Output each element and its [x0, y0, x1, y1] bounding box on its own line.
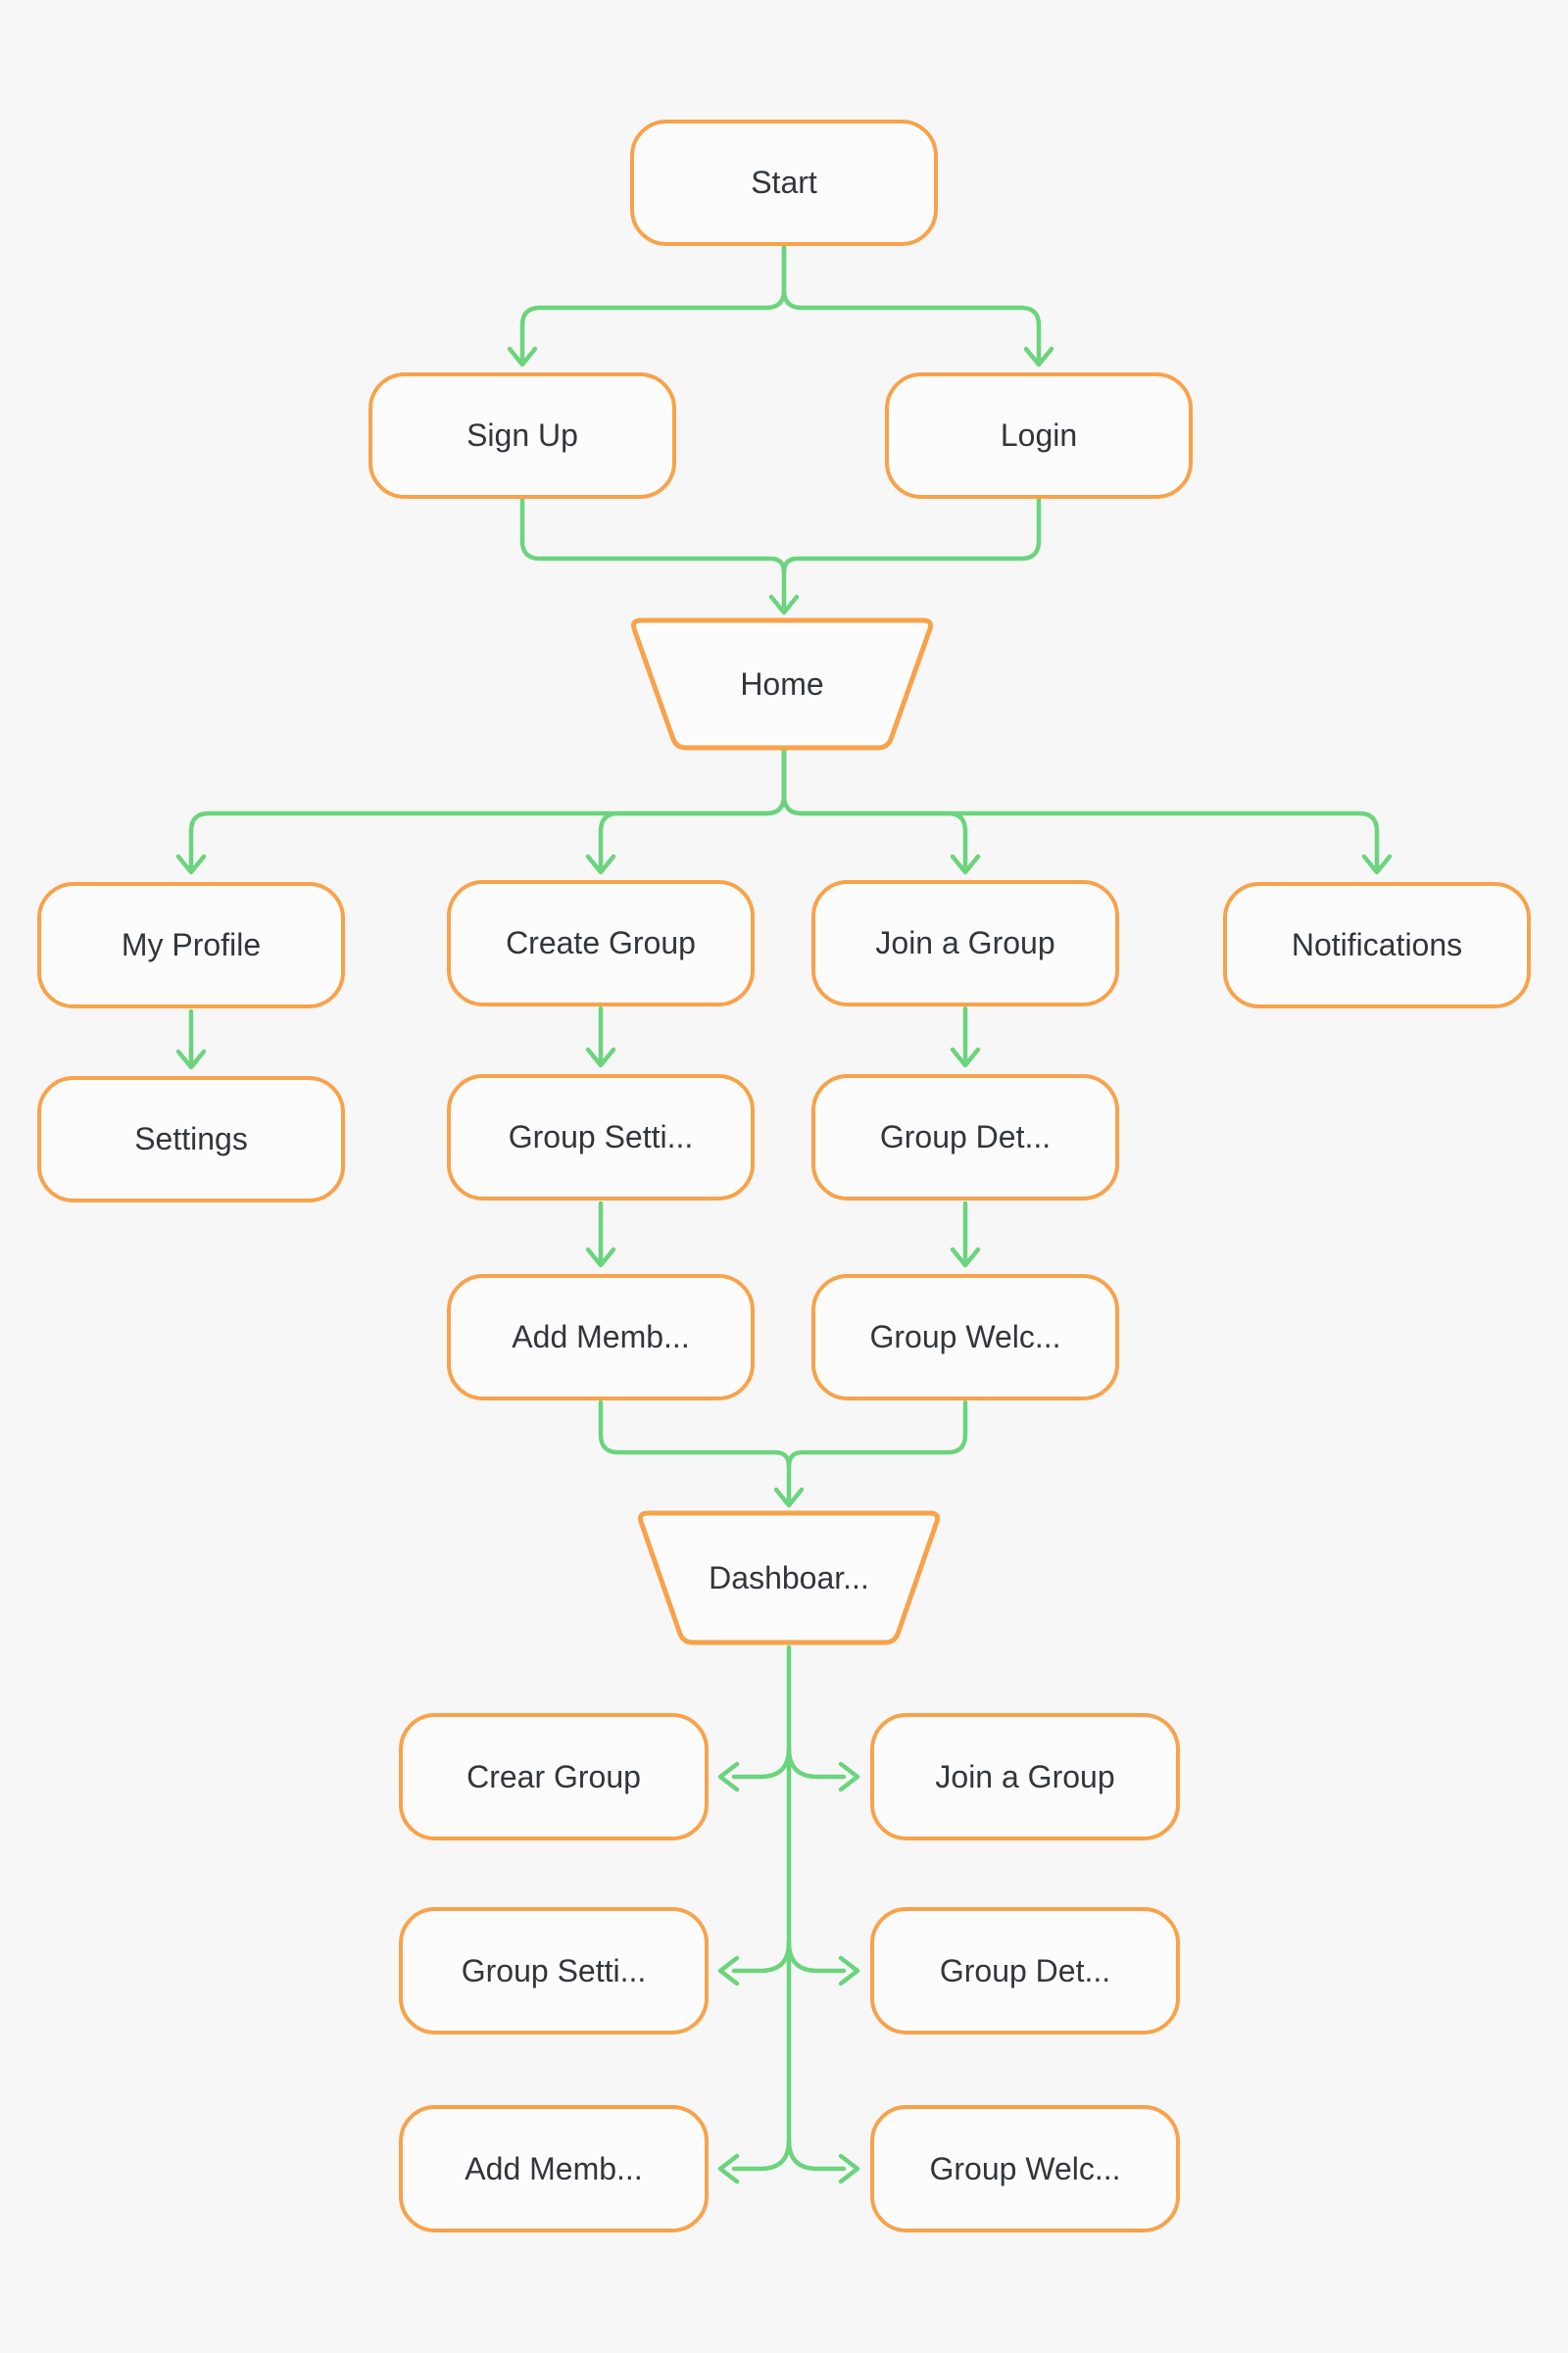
node-label: Group Det... — [879, 1119, 1052, 1154]
edge-login-home — [768, 496, 1042, 615]
edge-join-a-group-group-details — [950, 1005, 981, 1068]
node-dashboard[interactable]: Dashboar... — [635, 1510, 943, 1645]
node-label: Group Setti... — [508, 1119, 694, 1154]
node-label: Dashboar... — [709, 1559, 869, 1595]
node-label: Start — [751, 165, 817, 200]
edge-home-create-group — [585, 748, 787, 875]
edge-start-login — [781, 244, 1054, 368]
node-crear-group[interactable]: Crear Group — [399, 1713, 709, 1840]
edge-dashboard-group-settings-2 — [717, 1939, 792, 1986]
edge-group-details-group-welcome — [950, 1201, 981, 1268]
node-add-members-2[interactable]: Add Memb... — [399, 2105, 709, 2232]
edge-dashboard-group-welcome-2 — [786, 2137, 860, 2184]
node-group-welcome[interactable]: Group Welc... — [811, 1274, 1119, 1400]
edge-dashboard-join-a-group-2 — [786, 1745, 860, 1792]
edge-create-group-group-settings — [585, 1005, 616, 1068]
node-settings[interactable]: Settings — [37, 1076, 345, 1202]
edge-group-welcome-dashboard — [773, 1399, 968, 1508]
node-label: Group Welc... — [869, 1319, 1061, 1354]
node-group-settings[interactable]: Group Setti... — [447, 1074, 755, 1201]
node-my-profile[interactable]: My Profile — [37, 882, 345, 1008]
node-label: My Profile — [121, 927, 262, 962]
edge-dashboard-crear-group — [717, 1745, 792, 1792]
edge-dashboard-add-members-2 — [717, 2137, 792, 2184]
node-label: Login — [1000, 417, 1078, 453]
node-label: Group Setti... — [461, 1952, 647, 1988]
node-label: Notifications — [1291, 927, 1463, 962]
trapezoid-shape — [630, 617, 934, 751]
node-label: Group Welc... — [929, 2150, 1121, 2186]
edge-dashboard-group-details-2 — [786, 1939, 860, 1986]
edge-my-profile-settings — [175, 1008, 207, 1070]
node-join-a-group[interactable]: Join a Group — [811, 880, 1119, 1006]
node-label: Settings — [134, 1121, 248, 1156]
node-join-a-group-2[interactable]: Join a Group — [870, 1713, 1180, 1840]
node-home[interactable]: Home — [628, 617, 936, 751]
node-add-members[interactable]: Add Memb... — [447, 1274, 755, 1400]
edge-group-settings-add-members — [585, 1201, 616, 1268]
edge-start-sign-up — [507, 244, 787, 368]
edge-home-notifications — [781, 748, 1393, 875]
node-start[interactable]: Start — [630, 120, 938, 246]
node-label: Home — [740, 665, 824, 702]
node-label: Join a Group — [935, 1758, 1115, 1794]
node-label: Add Memb... — [465, 2150, 643, 2186]
node-label: Create Group — [506, 925, 696, 960]
node-label: Crear Group — [466, 1758, 641, 1794]
trapezoid-shape — [637, 1510, 941, 1645]
node-group-details-2[interactable]: Group Det... — [870, 1907, 1180, 2034]
node-notifications[interactable]: Notifications — [1223, 882, 1531, 1008]
node-sign-up[interactable]: Sign Up — [368, 372, 676, 499]
node-label: Group Det... — [939, 1952, 1111, 1988]
node-group-details[interactable]: Group Det... — [811, 1074, 1119, 1201]
edge-sign-up-home — [519, 496, 787, 575]
node-label: Join a Group — [875, 925, 1055, 960]
node-label: Sign Up — [466, 417, 578, 453]
node-login[interactable]: Login — [885, 372, 1193, 499]
node-group-settings-2[interactable]: Group Setti... — [399, 1907, 709, 2034]
node-label: Add Memb... — [512, 1319, 690, 1354]
node-group-welcome-2[interactable]: Group Welc... — [870, 2105, 1180, 2232]
edge-add-members-dashboard — [598, 1399, 792, 1469]
node-create-group[interactable]: Create Group — [447, 880, 755, 1006]
